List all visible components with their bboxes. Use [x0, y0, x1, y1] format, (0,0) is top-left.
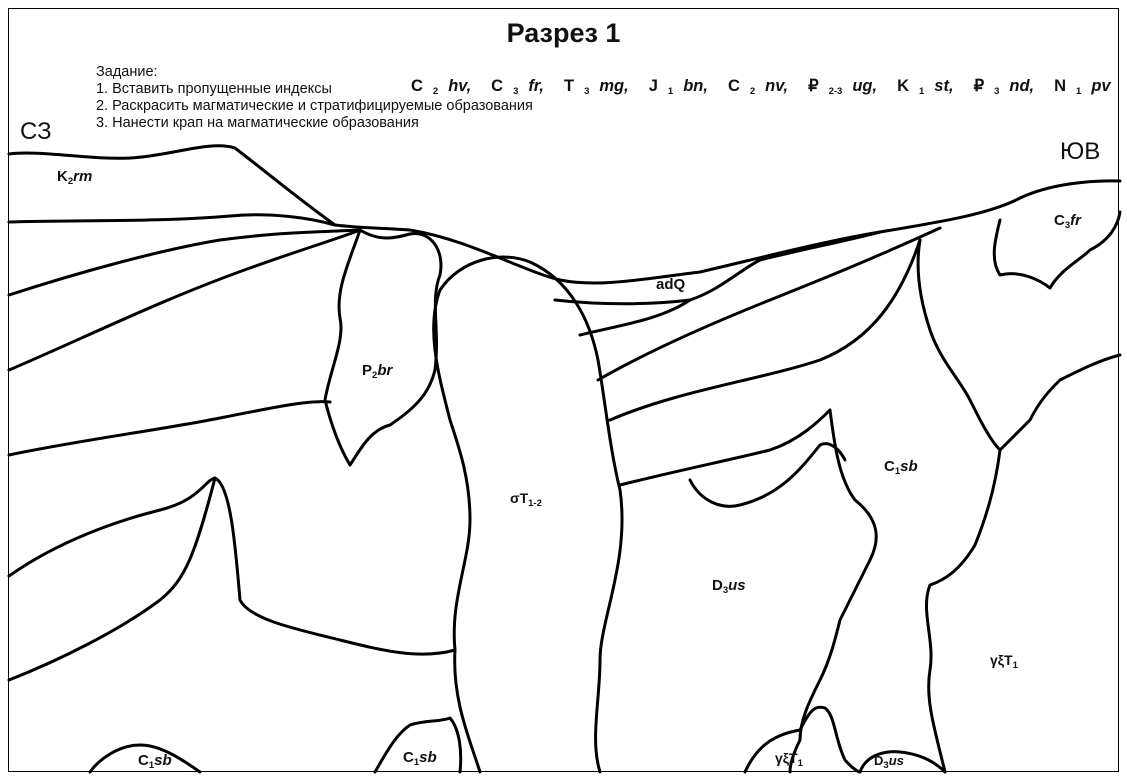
unit-label-sigma-t: σT1-2 [510, 490, 542, 509]
topography-line [9, 146, 1120, 283]
unit-label-gamma-xi-large: γξT1 [990, 652, 1018, 671]
sigma-intrusion [434, 257, 622, 772]
unit-label-c1sb-bottom-mid: C1sb [403, 749, 437, 768]
unit-label-c1sb-bottom-left: C1sb [138, 752, 172, 771]
unit-label-d3us-small: D3us [874, 753, 904, 771]
unit-label-d3us: D3us [712, 577, 746, 596]
unit-label-k2rm: K2rm [57, 168, 92, 187]
p2br-contact [325, 230, 441, 465]
unit-label-c3fr: C3fr [1054, 212, 1081, 231]
unit-label-c1sb-right: C1sb [884, 458, 918, 477]
unit-label-gamma-xi-small: γξT1 [775, 750, 803, 769]
unit-label-p2br: P2br [362, 362, 392, 381]
unit-label-adq: adQ [656, 276, 685, 293]
